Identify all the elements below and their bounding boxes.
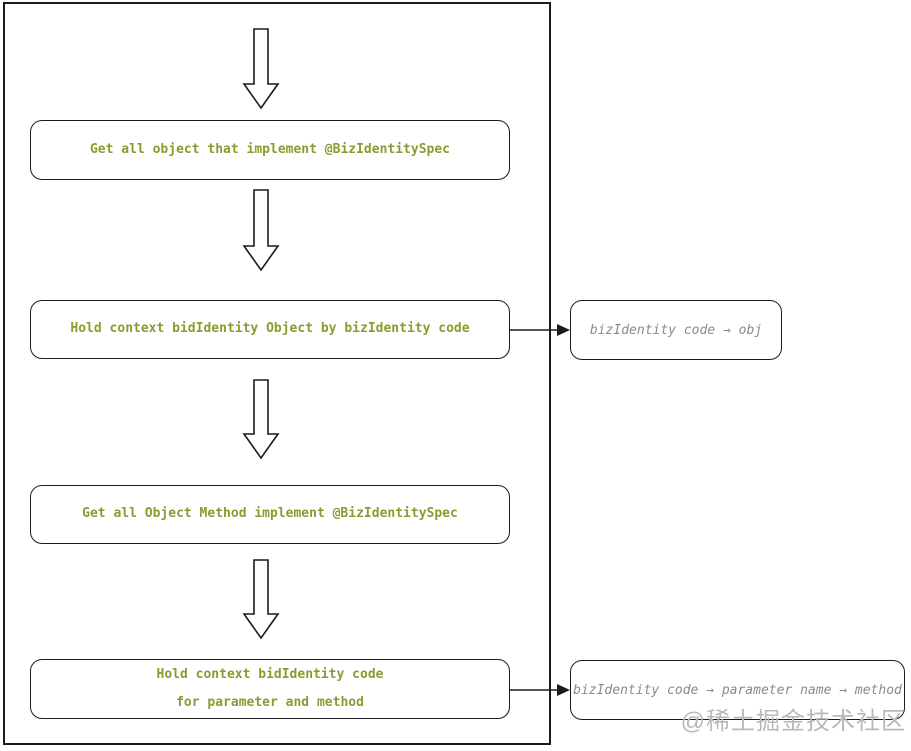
connector-arrow-icon bbox=[510, 324, 570, 336]
flow-step-label: Hold context bidIdentity code bbox=[156, 667, 384, 683]
flow-step-hold-code-context: Hold context bidIdentity code for parame… bbox=[30, 659, 510, 719]
side-note-code-to-obj: bizIdentity code → obj bbox=[570, 300, 782, 360]
down-arrow-icon bbox=[242, 28, 280, 110]
watermark-text: @稀土掘金技术社区 bbox=[680, 708, 906, 735]
flow-step-label: for parameter and method bbox=[176, 694, 364, 710]
flow-outer-frame bbox=[3, 2, 551, 745]
arrowhead-icon bbox=[557, 324, 570, 336]
down-arrow-icon bbox=[242, 189, 280, 272]
down-arrow-icon bbox=[242, 379, 280, 460]
flow-step-label: Get all object that implement @BizIdenti… bbox=[89, 141, 451, 157]
side-note-label: bizIdentity code → parameter name → meth… bbox=[573, 682, 902, 698]
flow-step-get-methods: Get all Object Method implement @BizIden… bbox=[30, 485, 510, 544]
side-note-code-to-method: bizIdentity code → parameter name → meth… bbox=[570, 660, 905, 720]
flow-step-get-objects: Get all object that implement @BizIdenti… bbox=[30, 120, 510, 180]
arrowhead-icon bbox=[557, 684, 570, 696]
connector-arrow-icon bbox=[510, 684, 570, 696]
flow-step-hold-object-context: Hold context bidIdentity Object by bizId… bbox=[30, 300, 510, 359]
flow-step-label: Get all Object Method implement @BizIden… bbox=[82, 506, 458, 522]
flow-step-label: Hold context bidIdentity Object by bizId… bbox=[70, 321, 470, 337]
down-arrow-icon bbox=[242, 559, 280, 640]
side-note-label: bizIdentity code → obj bbox=[589, 322, 763, 338]
